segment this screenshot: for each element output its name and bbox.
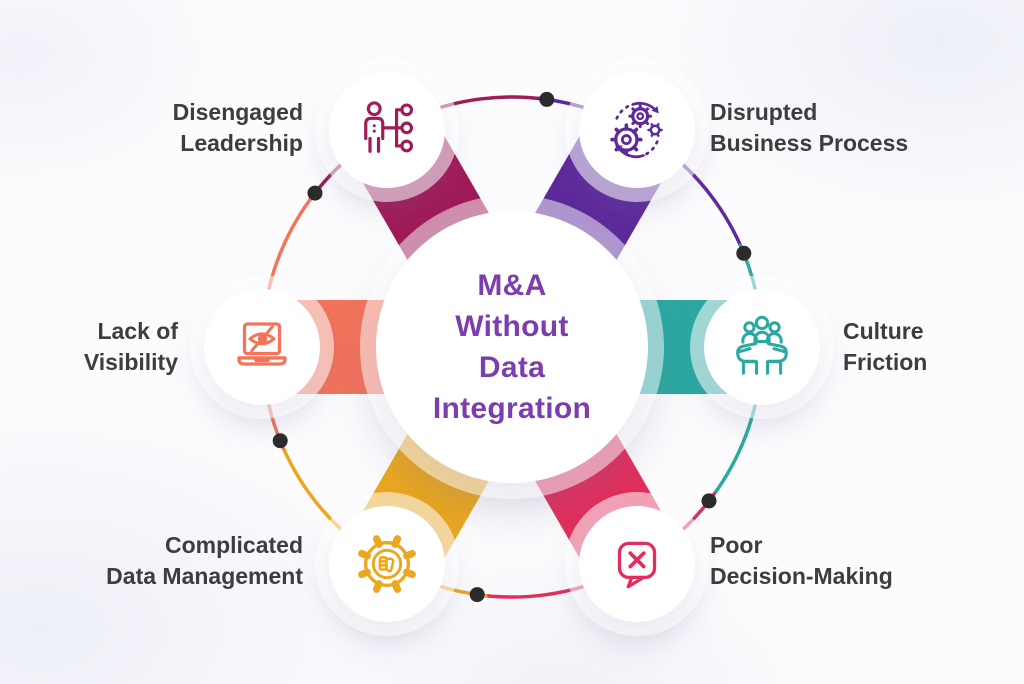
- label-disengaged-leadership: Disengaged Leadership: [172, 99, 303, 156]
- connector-dot: [736, 245, 752, 261]
- center-title: M&A Without Data Integration: [432, 269, 592, 425]
- label-disrupted-business-process: Disrupted Business Process: [710, 99, 909, 156]
- node-poor-decision-making: [579, 505, 695, 622]
- node-lack-of-visibility: [204, 289, 320, 405]
- hands-holding-people-icon: [736, 315, 788, 375]
- gear-thumbs-down-icon: [358, 534, 416, 593]
- connector-dot: [469, 587, 485, 603]
- speech-bubble-x-icon: [617, 541, 657, 588]
- node-disengaged-leadership: [329, 72, 445, 189]
- node-culture-friction: [704, 289, 820, 405]
- laptop-hidden-eye-icon: [237, 322, 287, 366]
- center-circle: M&A Without Data Integration: [376, 211, 648, 483]
- connector-dot: [307, 185, 323, 201]
- connector-dot: [701, 493, 717, 509]
- label-complicated-data-management: Complicated Data Management: [106, 532, 303, 589]
- gears-sync-icon: [610, 102, 663, 159]
- connector-dot: [272, 433, 288, 449]
- node-complicated-data-management: [329, 505, 445, 622]
- label-poor-decision-making: Poor Decision-Making: [710, 532, 893, 589]
- label-culture-friction: Culture Friction: [843, 318, 928, 375]
- label-lack-of-visibility: Lack of Visibility: [83, 318, 178, 375]
- node-disrupted-business-process: [579, 72, 695, 189]
- person-hierarchy-icon: [364, 101, 414, 154]
- connector-dot: [539, 91, 555, 107]
